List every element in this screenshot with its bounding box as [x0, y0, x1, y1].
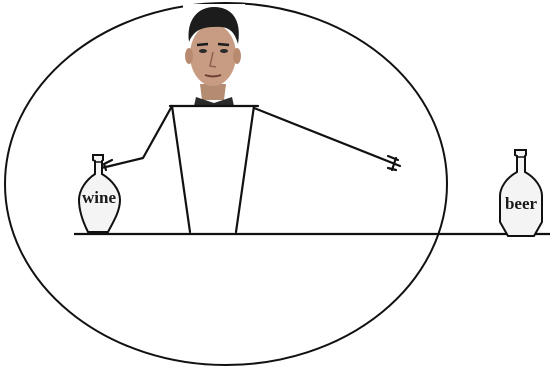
beer-label: beer	[505, 194, 538, 213]
left-eye	[199, 49, 207, 53]
right-ear	[233, 48, 241, 64]
beer-bottle: beer	[500, 150, 542, 236]
torso-left-edge	[172, 106, 190, 232]
torso-right-edge	[236, 106, 254, 232]
right-eye	[220, 49, 228, 53]
person-head-photo	[183, 4, 245, 106]
right-eyebrow	[218, 44, 229, 45]
left-eyebrow	[197, 44, 208, 45]
neck	[200, 84, 226, 100]
wine-bottle: wine	[79, 155, 120, 232]
right-arm	[254, 108, 390, 162]
person-body	[101, 106, 400, 232]
beer-bottle-outline	[500, 150, 542, 236]
wine-label: wine	[82, 188, 116, 207]
left-ear	[185, 48, 193, 64]
right-hand	[388, 156, 400, 170]
left-arm	[110, 106, 172, 166]
